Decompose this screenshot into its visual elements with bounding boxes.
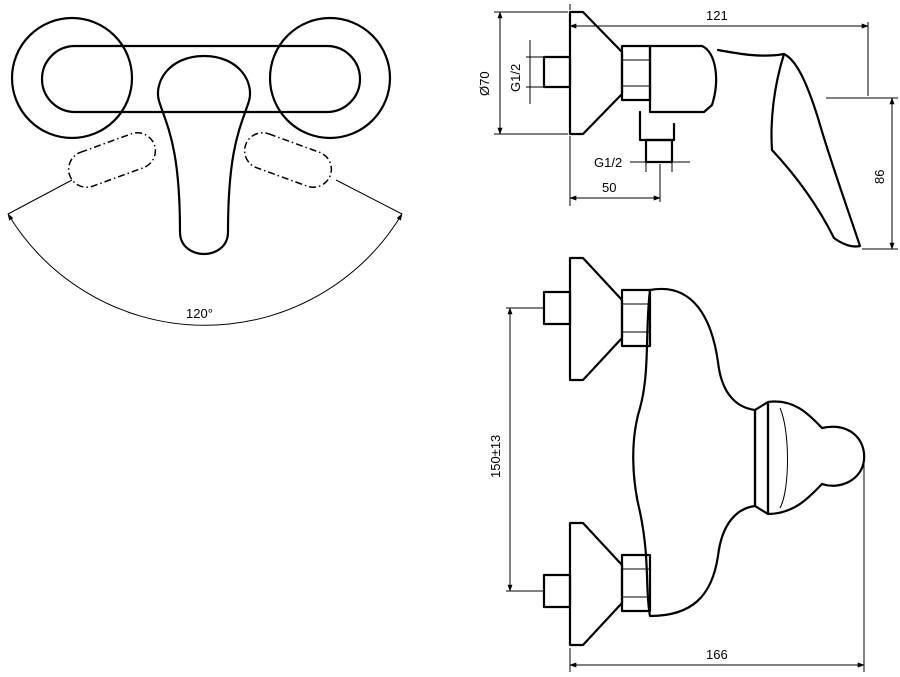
top-view: 120° bbox=[7, 16, 403, 326]
side-flange bbox=[568, 10, 624, 136]
side-inlet-pipe bbox=[542, 55, 572, 89]
side-hex-nut bbox=[620, 44, 652, 102]
side-outlet-nipple bbox=[644, 138, 674, 164]
front-inlet-pipe-lower bbox=[542, 573, 572, 609]
front-view: 150±13 166 bbox=[488, 256, 866, 672]
dim-121-label: 121 bbox=[706, 8, 728, 23]
lever-top bbox=[156, 54, 252, 256]
front-flange-upper bbox=[568, 256, 624, 382]
mixer-body-top bbox=[40, 44, 362, 114]
front-flange-lower bbox=[568, 521, 624, 647]
angle-label: 120° bbox=[186, 306, 213, 321]
angle-arc bbox=[7, 213, 403, 326]
front-inlet-pipe-upper bbox=[542, 290, 572, 326]
front-hex-nut-upper bbox=[620, 288, 652, 348]
dim-166-label: 166 bbox=[706, 647, 728, 662]
flange-right bbox=[268, 16, 392, 140]
side-outlet bbox=[638, 110, 676, 142]
dim-diameter-label: Ø70 bbox=[477, 71, 492, 96]
side-view: 121 Ø70 G1/2 G1/2 50 86 bbox=[477, 4, 898, 250]
dim-86-label: 86 bbox=[872, 170, 887, 184]
flange-left bbox=[10, 16, 134, 140]
front-lever bbox=[766, 400, 866, 516]
dim-outlet-thread-label: G1/2 bbox=[594, 155, 622, 170]
lever-ghost-left bbox=[67, 132, 157, 188]
front-body bbox=[632, 287, 757, 618]
dim-150-label: 150±13 bbox=[488, 435, 503, 478]
side-lever bbox=[770, 52, 862, 248]
dim-inlet-thread-label: G1/2 bbox=[508, 64, 523, 92]
lever-ghost-right bbox=[243, 132, 333, 188]
front-lever-collar bbox=[753, 400, 770, 516]
dim-50-label: 50 bbox=[602, 180, 616, 195]
side-body bbox=[648, 44, 718, 114]
front-hex-nut-lower bbox=[620, 553, 652, 613]
